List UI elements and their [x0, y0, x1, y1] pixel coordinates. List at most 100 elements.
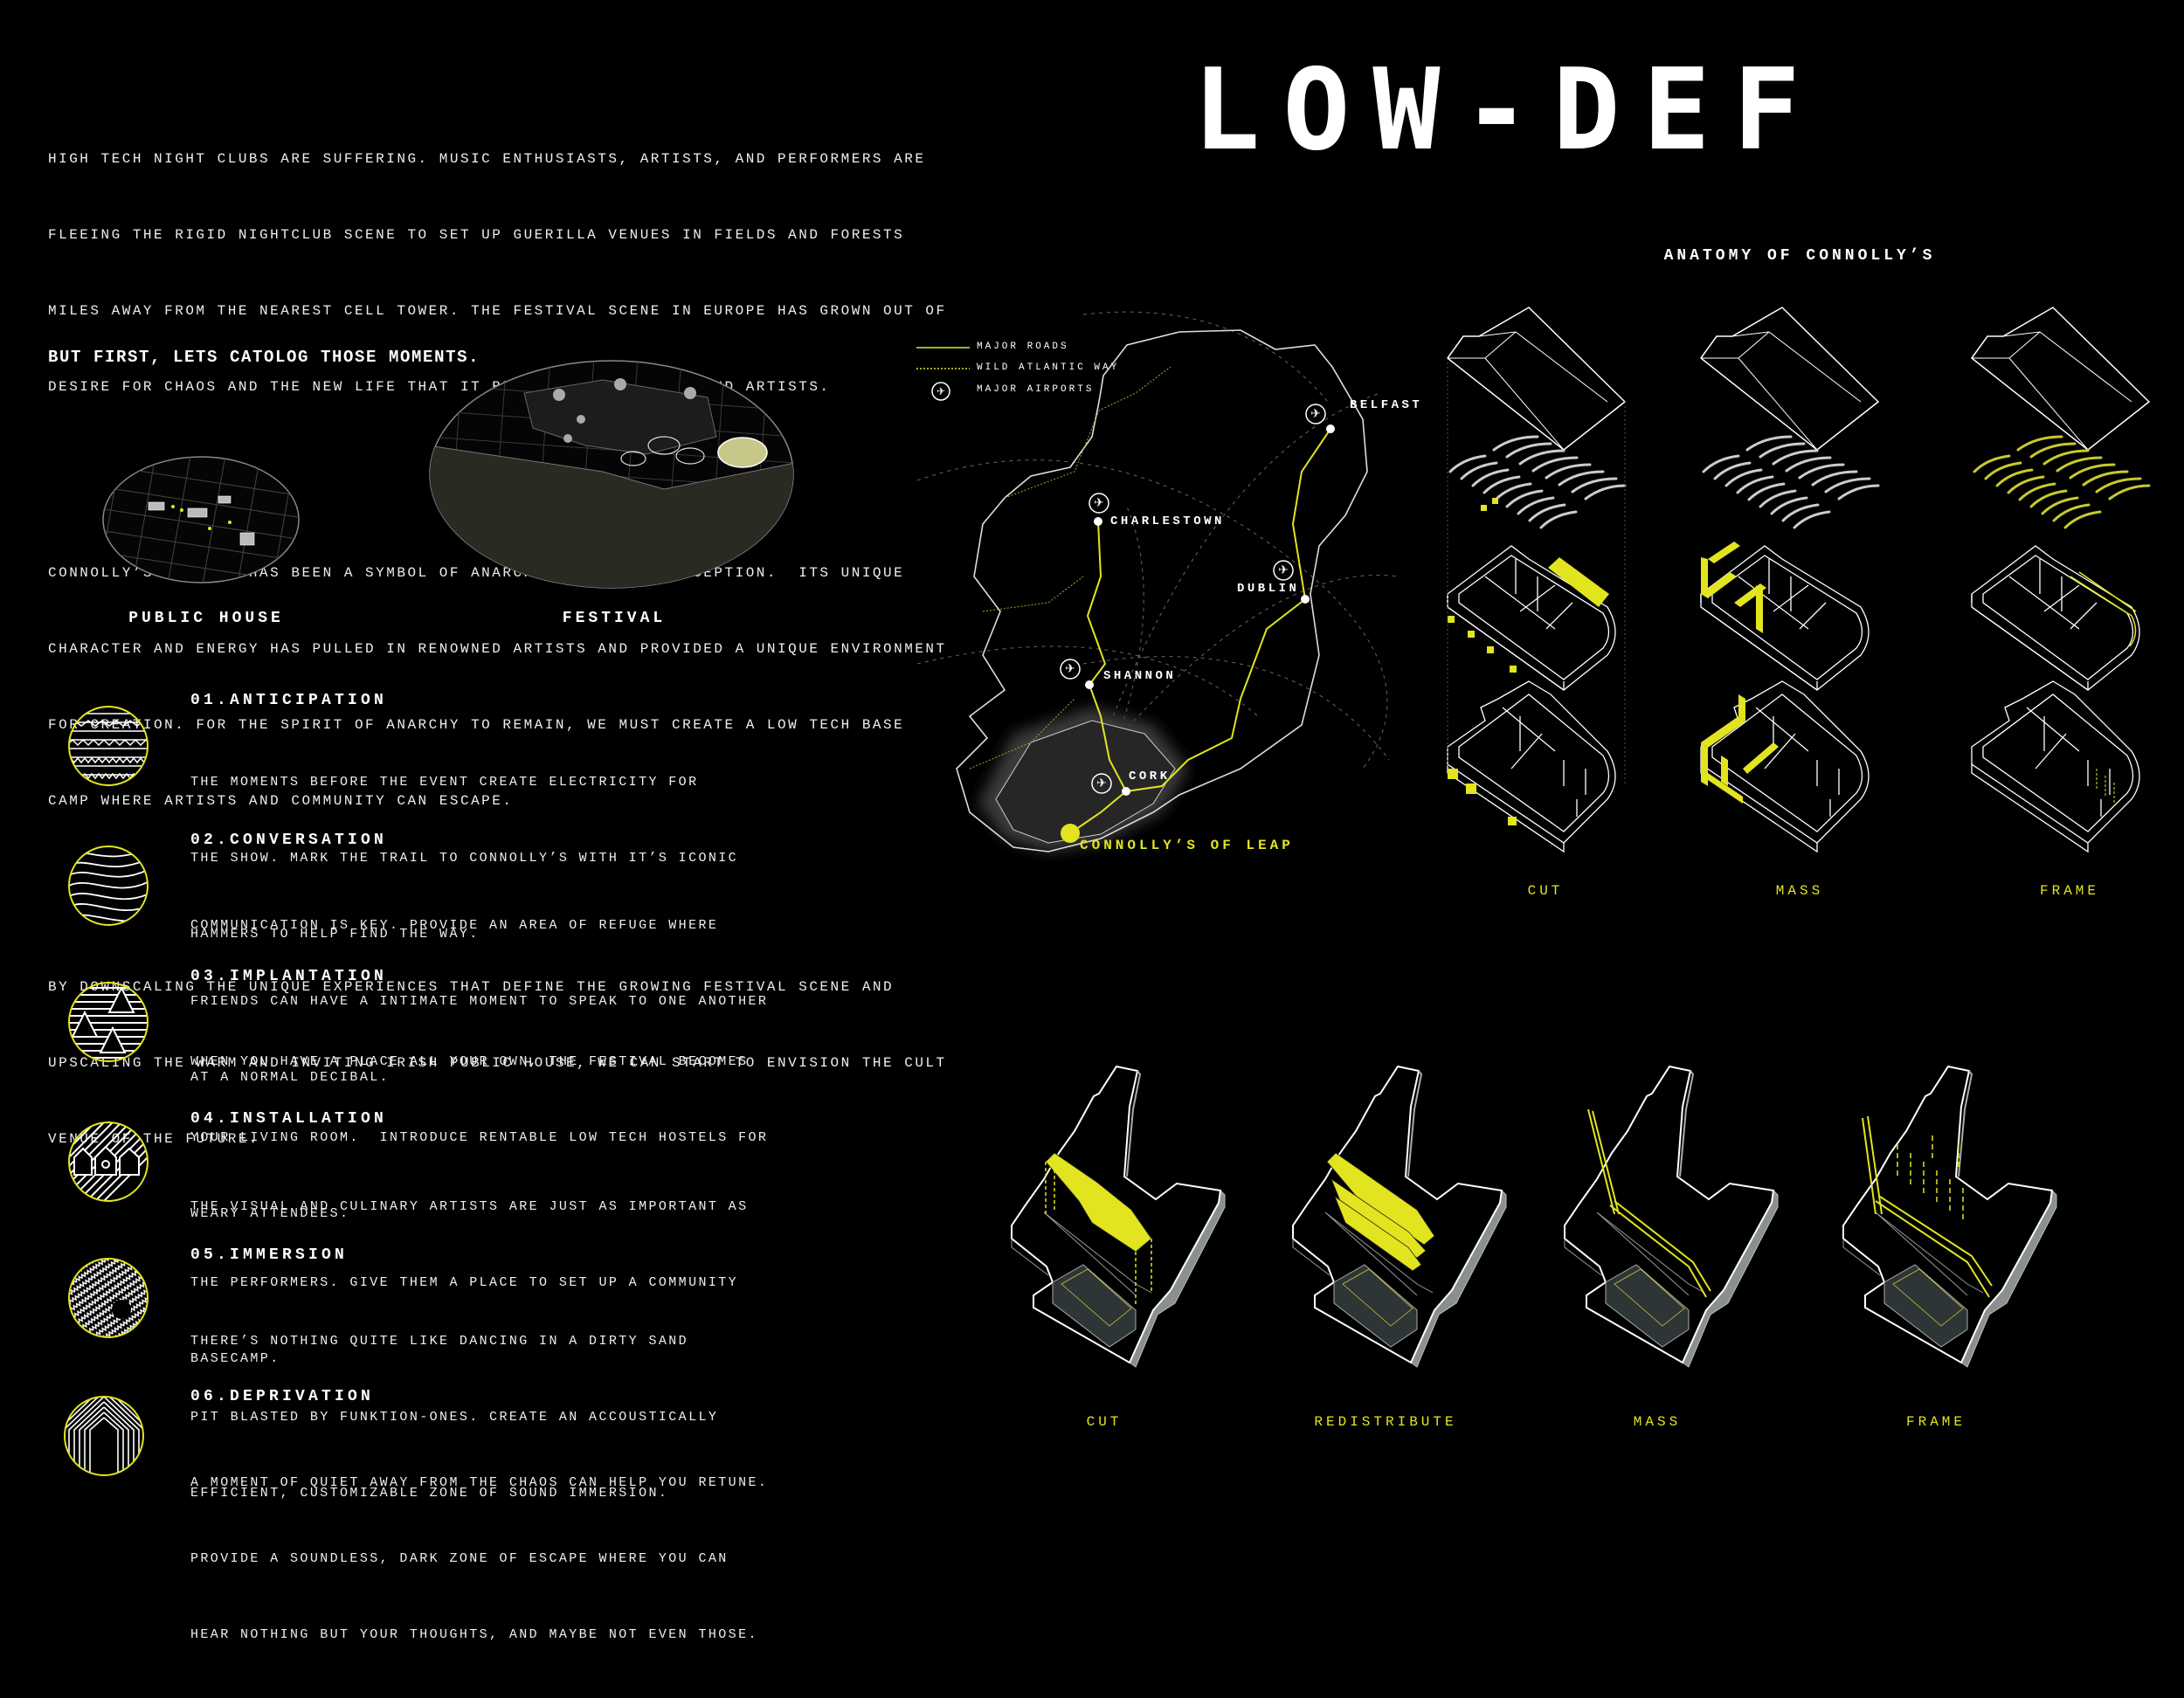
- text-line: THE PERFORMERS. GIVE THEM A PLACE TO SET…: [190, 1275, 739, 1290]
- text-line: PROVIDE A SOUNDLESS, DARK ZONE OF ESCAPE…: [190, 1551, 729, 1566]
- anatomy-cut-diagram: [1447, 307, 1627, 852]
- text-line: A MOMENT OF QUIET AWAY FROM THE CHAOS CA…: [190, 1475, 769, 1490]
- svg-text:✈: ✈: [936, 385, 945, 397]
- airport-legend-icon: [931, 382, 950, 401]
- mass-elements: [1701, 542, 1779, 804]
- moment-description: THE VISUAL AND CULINARY ARTISTS ARE JUST…: [190, 1143, 748, 1422]
- page-title: LOW-DEF: [1192, 45, 1823, 176]
- moment-description: THERE’S NOTHING QUITE LIKE DANCING IN A …: [190, 1278, 718, 1556]
- intro-paragraph-3: BY DOWNSCALING THE UNIQUE EXPERIENCES TH…: [48, 924, 947, 1203]
- moment-description: COMMUNICATION IS KEY. PROVIDE AN AREA OF…: [190, 862, 768, 1141]
- svg-text:✈: ✈: [1096, 777, 1107, 790]
- city-label-dublin: DUBLIN: [1237, 582, 1300, 596]
- text-line: AT A NORMAL DECIBAL.: [190, 1070, 390, 1085]
- text-line: FOR CREATION. FOR THE SPIRIT OF ANARCHY …: [48, 717, 905, 733]
- major-roads: [1069, 428, 1331, 834]
- anatomy-frame-diagram: [1971, 307, 2151, 852]
- anatomy-label-cut: CUT: [1527, 883, 1564, 899]
- roof-layer: [1971, 307, 2150, 451]
- public-house-label: PUBLIC HOUSE: [128, 610, 284, 627]
- text-line: PIT BLASTED BY FUNKTION-ONES. CREATE AN …: [190, 1410, 719, 1425]
- houses-pattern-icon: [68, 1122, 149, 1202]
- shannon-dot: [1085, 680, 1094, 689]
- text-line: WEARY ATTENDEES.: [190, 1206, 350, 1221]
- redistributed-layers: [1326, 1152, 1435, 1272]
- charlestown-dot: [1094, 517, 1102, 526]
- moment-title: 04.INSTALLATION: [190, 1110, 388, 1128]
- site-cut-diagram: [1011, 1066, 1226, 1368]
- cork-dot: [1122, 787, 1130, 796]
- moment-description: THE MOMENTS BEFORE THE EVENT CREATE ELEC…: [190, 719, 738, 997]
- moment-description: A MOMENT OF QUIET AWAY FROM THE CHAOS CA…: [190, 1419, 768, 1698]
- city-label-shannon: SHANNON: [1103, 669, 1177, 683]
- upper-floor-layer: [1700, 545, 1870, 691]
- upper-floor-layer: [1447, 545, 1616, 691]
- upper-floor-layer: [1971, 545, 2140, 691]
- step-label-frame: FRAME: [1905, 1414, 1966, 1430]
- festival-label: FESTIVAL: [562, 610, 667, 627]
- text-line: FRIENDS CAN HAVE A INTIMATE MOMENT TO SP…: [190, 994, 769, 1009]
- site-base: [1842, 1066, 2057, 1368]
- text-line: THERE’S NOTHING QUITE LIKE DANCING IN A …: [190, 1334, 689, 1349]
- site-mass-diagram: [1564, 1066, 1779, 1368]
- svg-text:✈: ✈: [1278, 563, 1289, 577]
- text-line: VENUE OF THE FUTURE.: [48, 1131, 260, 1147]
- intro-paragraph-2: CONNOLLY’S OF LEAP HAS BEEN A SYMBOL OF …: [48, 510, 947, 865]
- chevron-house-pattern-icon: [64, 1396, 144, 1476]
- moment-title: 06.DEPRIVATION: [190, 1388, 375, 1405]
- airport-icon: [1273, 560, 1294, 581]
- ground-floor-layer: [1447, 680, 1616, 852]
- text-line: THE VISUAL AND CULINARY ARTISTS ARE JUST…: [190, 1199, 749, 1214]
- text-line: BY DOWNSCALING THE UNIQUE EXPERIENCES TH…: [48, 979, 895, 995]
- frame-elements: [2070, 571, 2137, 647]
- legend-roads: MAJOR ROADS: [977, 342, 1069, 352]
- city-label-cork: CORK: [1129, 770, 1171, 783]
- text-line: COMMUNICATION IS KEY. PROVIDE AN AREA OF…: [190, 918, 719, 933]
- step-label-redistribute: REDISTRIBUTE: [1314, 1414, 1457, 1430]
- city-label-charlestown: CHARLESTOWN: [1110, 514, 1225, 528]
- moment-title: 03.IMPLANTATION: [190, 968, 388, 985]
- svg-text:✈: ✈: [1065, 662, 1075, 676]
- legend-airports: MAJOR AIRPORTS: [977, 384, 1095, 395]
- roof-layer: [1447, 307, 1626, 451]
- text-line: THE SHOW. MARK THE TRAIL TO CONNOLLY’S W…: [190, 851, 739, 866]
- text-line: UPSCALING THE WARM AND INVITING IRISH PU…: [48, 1055, 947, 1071]
- intro-text: HIGH TECH NIGHT CLUBS ARE SUFFERING. MUS…: [48, 45, 947, 1237]
- text-line: YOUR LIVING ROOM. INTRODUCE RENTABLE LOW…: [190, 1130, 769, 1145]
- airport-icon: [1060, 659, 1081, 680]
- text-line: THE MOMENTS BEFORE THE EVENT CREATE ELEC…: [190, 775, 699, 790]
- text-line: BASECAMP.: [190, 1351, 280, 1366]
- site-redistribute-diagram: [1292, 1066, 1507, 1368]
- flight-paths: [916, 311, 1399, 787]
- rib-layer: [1448, 435, 1627, 529]
- mass-lines: [1587, 1108, 1711, 1298]
- text-line: HAMMERS TO HELP FIND THE WAY.: [190, 927, 480, 942]
- moment-title: 02.CONVERSATION: [190, 832, 388, 849]
- text-line: HEAR NOTHING BUT YOUR THOUGHTS, AND MAYB…: [190, 1627, 758, 1642]
- svg-text:✈: ✈: [1094, 496, 1104, 510]
- festival-diagram: [429, 360, 794, 589]
- waves-pattern-icon: [68, 846, 149, 926]
- tents-pattern-icon: [68, 982, 149, 1062]
- intro-paragraph-1: HIGH TECH NIGHT CLUBS ARE SUFFERING. MUS…: [48, 96, 947, 451]
- connollys-site-dot: [1061, 824, 1080, 843]
- ground-floor-layer: [1971, 680, 2140, 852]
- ireland-map: ✈✈✈✈✈✈: [916, 311, 1399, 852]
- text-line: MILES AWAY FROM THE NEAREST CELL TOWER. …: [48, 303, 947, 319]
- text-line: EFFICIENT, CUSTOMIZABLE ZONE OF SOUND IM…: [190, 1486, 669, 1501]
- text-line: CAMP WHERE ARTISTS AND COMMUNITY CAN ESC…: [48, 793, 514, 809]
- lead-statement: BUT FIRST, LETS CATOLOG THOSE MOMENTS.: [48, 348, 480, 367]
- ireland-coastline: [956, 329, 1368, 852]
- mountains-pattern-icon: [68, 706, 149, 786]
- stage-highlight: [717, 437, 768, 468]
- moment-description: WHEN YOU HAVE A PLACE ALL YOUR OWN, THE …: [190, 998, 768, 1277]
- text-line: FLEEING THE RIGID NIGHTCLUB SCENE TO SET…: [48, 227, 905, 243]
- zigzag-pattern-icon: [68, 1258, 149, 1338]
- dublin-dot: [1301, 595, 1310, 604]
- text-line: HIGH TECH NIGHT CLUBS ARE SUFFERING. MUS…: [48, 151, 926, 167]
- rib-layer: [1702, 435, 1880, 529]
- cut-elements: [1448, 498, 1609, 825]
- moment-title: 01.ANTICIPATION: [190, 692, 388, 709]
- step-label-cut: CUT: [1086, 1414, 1123, 1430]
- site-base: [1564, 1066, 1779, 1368]
